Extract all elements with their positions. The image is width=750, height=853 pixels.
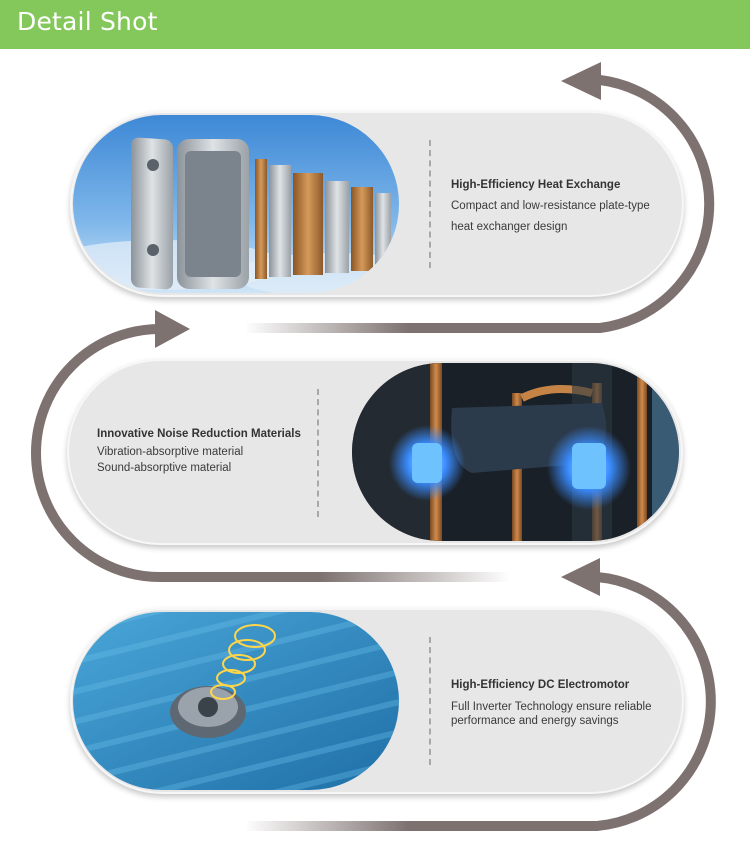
feature-text-heat-exchange: High-Efficiency Heat Exchange Compact an… <box>451 175 650 238</box>
feature-title: High-Efficiency Heat Exchange <box>451 179 621 191</box>
feature-desc-line: Sound-absorptive material <box>97 462 232 474</box>
feature-desc-line: Full Inverter Technology ensure reliable <box>451 701 652 713</box>
page-title: Detail Shot <box>17 7 158 36</box>
feature-desc-line: heat exchanger design <box>451 221 568 233</box>
flow-arrow-3 <box>245 572 716 831</box>
feature-title: Innovative Noise Reduction Materials <box>97 428 301 440</box>
compressor-mount-image <box>352 363 679 541</box>
header-bar: Detail Shot <box>0 0 750 49</box>
flow-arrow-2 <box>31 324 510 582</box>
arrowhead-3 <box>561 558 600 596</box>
dc-motor-image <box>73 612 399 790</box>
arrowhead-2 <box>155 310 190 348</box>
feature-text-noise-reduction: Innovative Noise Reduction Materials Vib… <box>97 426 301 476</box>
plate-heat-exchanger-image <box>73 115 399 293</box>
feature-title: High-Efficiency DC Electromotor <box>451 679 630 691</box>
feature-desc-line: Compact and low-resistance plate-type <box>451 200 650 212</box>
feature-desc-line: performance and energy savings <box>451 715 619 727</box>
feature-desc-line: Vibration-absorptive material <box>97 446 244 458</box>
feature-text-dc-electromotor: High-Efficiency DC Electromotor Full Inv… <box>451 678 652 728</box>
arrowhead-1 <box>561 62 601 100</box>
card-divider <box>429 140 431 268</box>
flow-arrow-1 <box>245 75 715 333</box>
card-divider <box>429 637 431 765</box>
card-divider <box>317 389 319 517</box>
